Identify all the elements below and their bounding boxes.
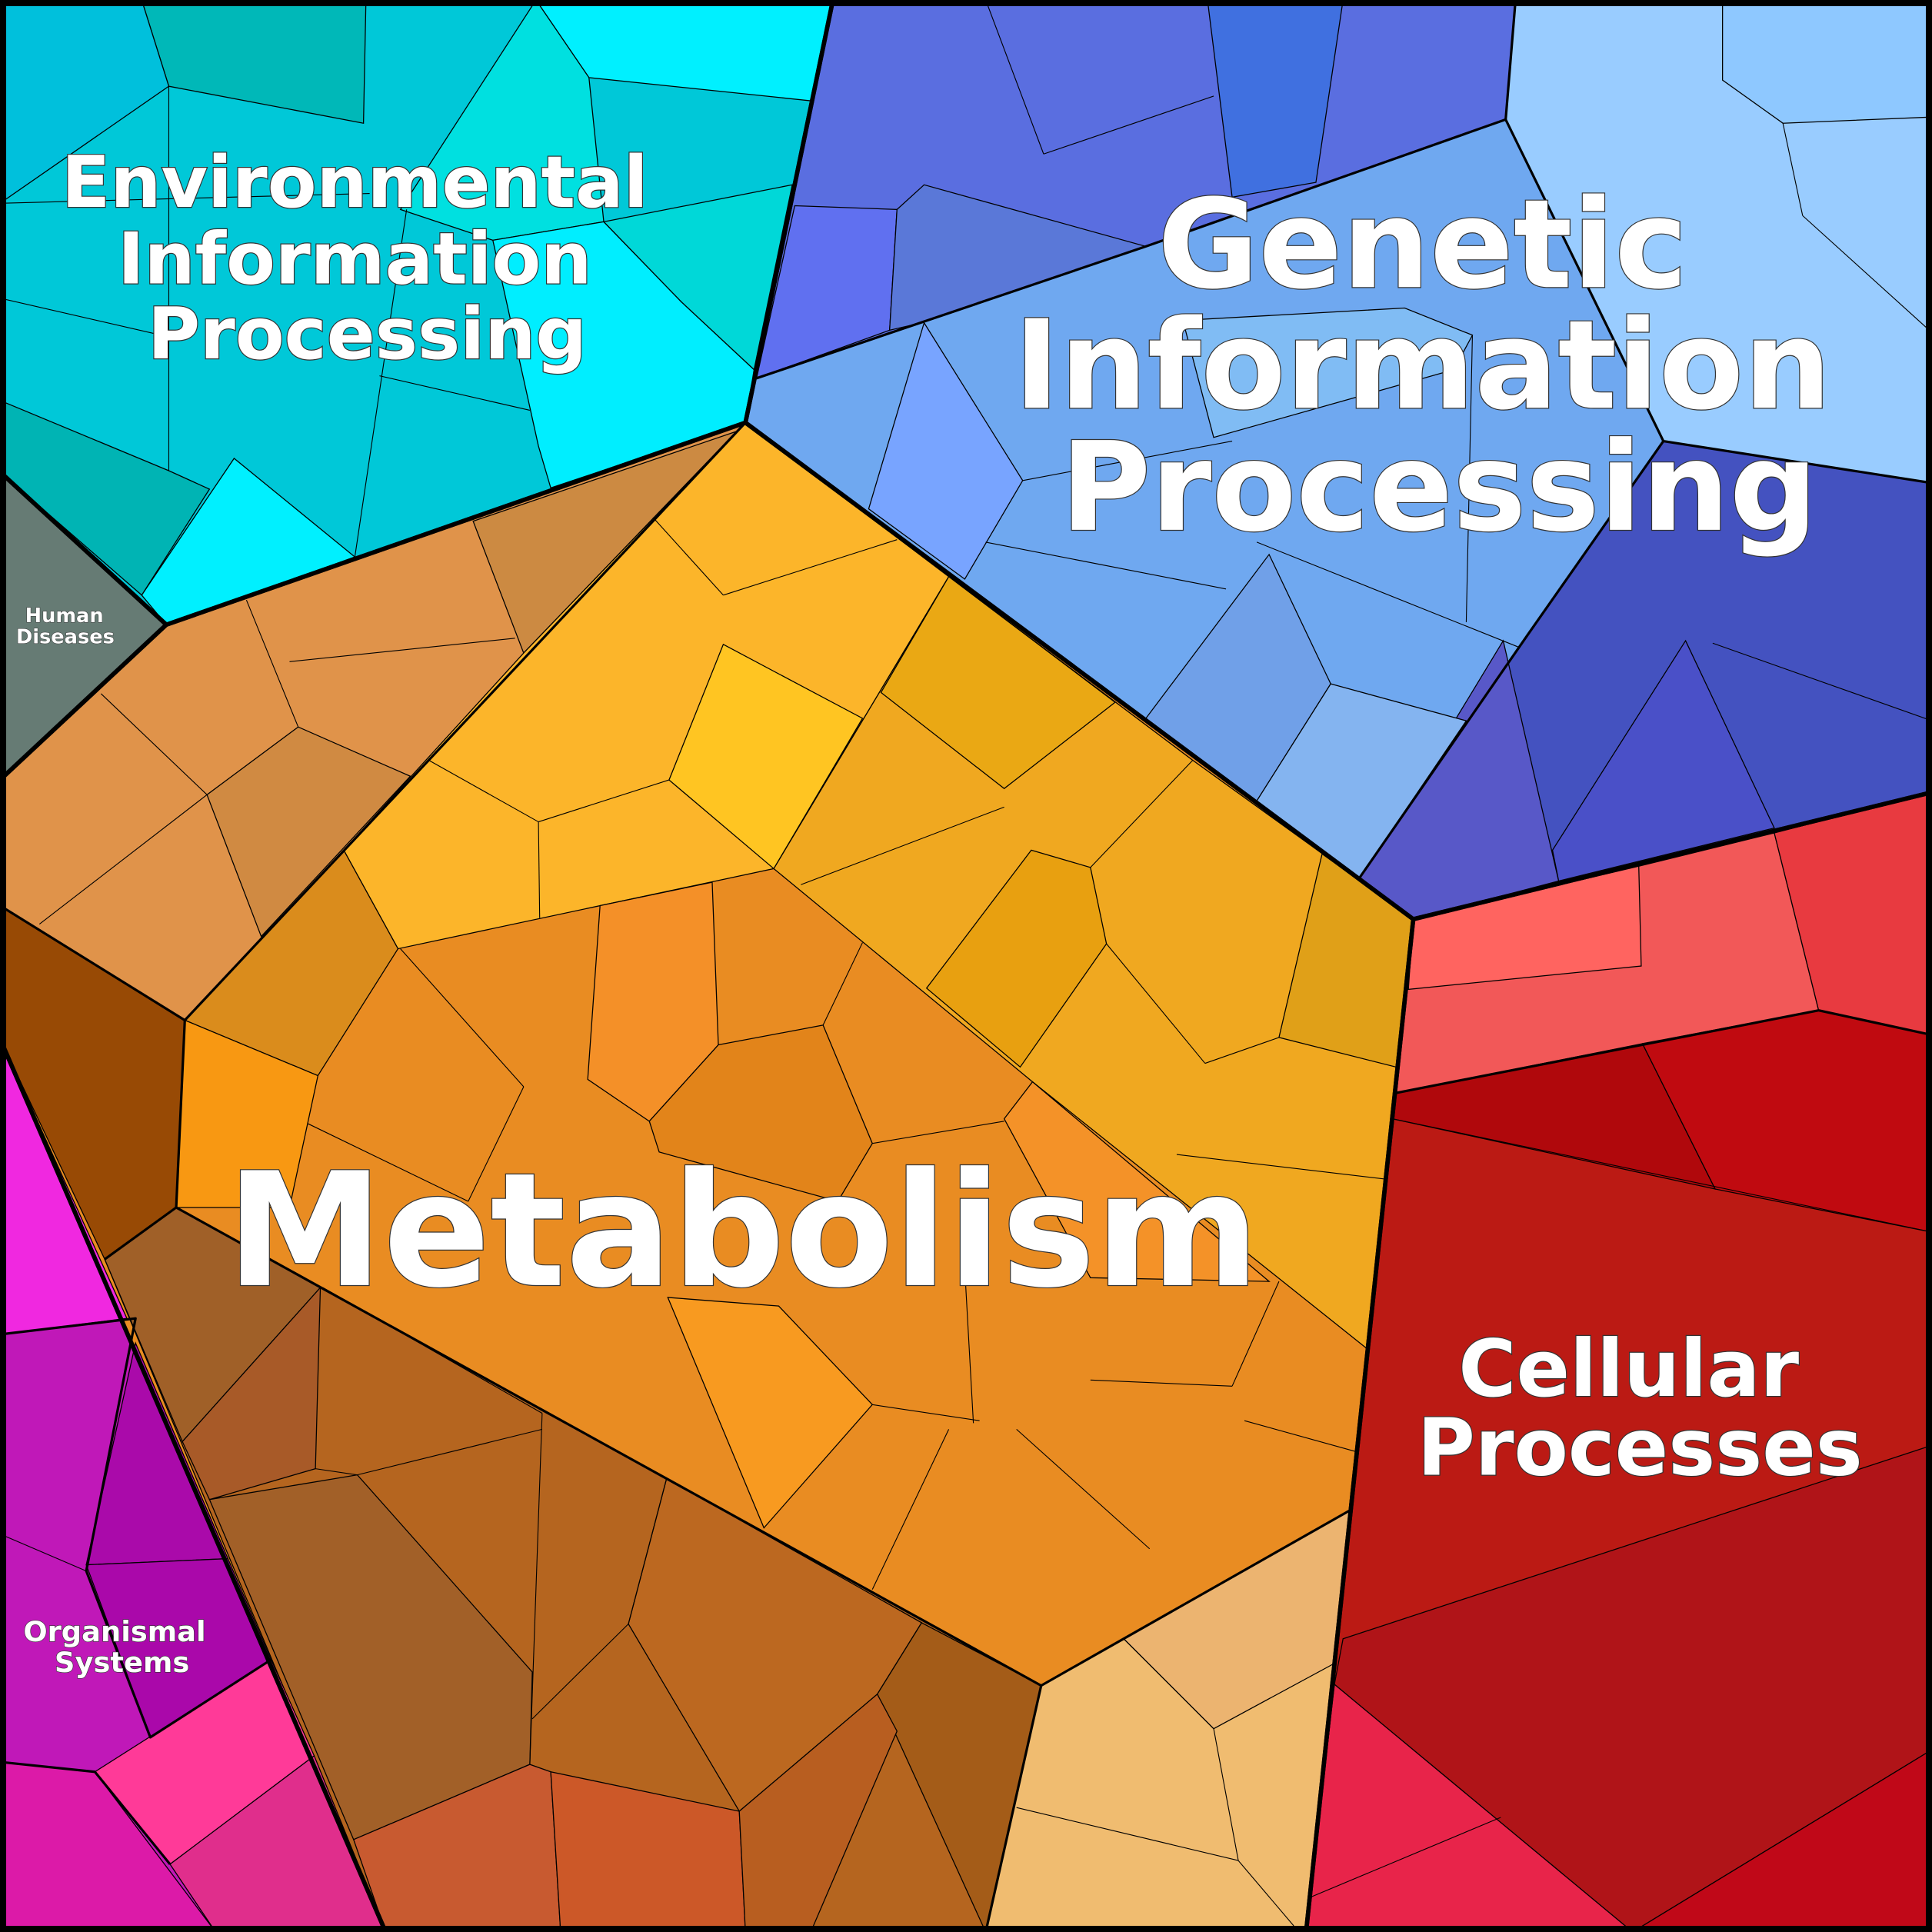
label-environmental: Environmental Information Processing: [62, 141, 673, 375]
label-genetic: Genetic Information Processing: [1014, 172, 1874, 559]
region-environmental[interactable]: [0, 0, 834, 625]
label-human-diseases: Human Diseases: [16, 605, 115, 648]
region-metabolism[interactable]: [0, 421, 1414, 1932]
border-metabolism: [0, 420, 1416, 1932]
label-organismal: Organismal Systems: [23, 1615, 215, 1679]
label-cellular: Cellular Processes: [1417, 1324, 1863, 1494]
border-organismal: [0, 1036, 388, 1932]
label-metabolism: Metabolism: [226, 1140, 1259, 1323]
border-cellular: [1304, 790, 1932, 1932]
region-genetic[interactable]: [744, 0, 1932, 920]
